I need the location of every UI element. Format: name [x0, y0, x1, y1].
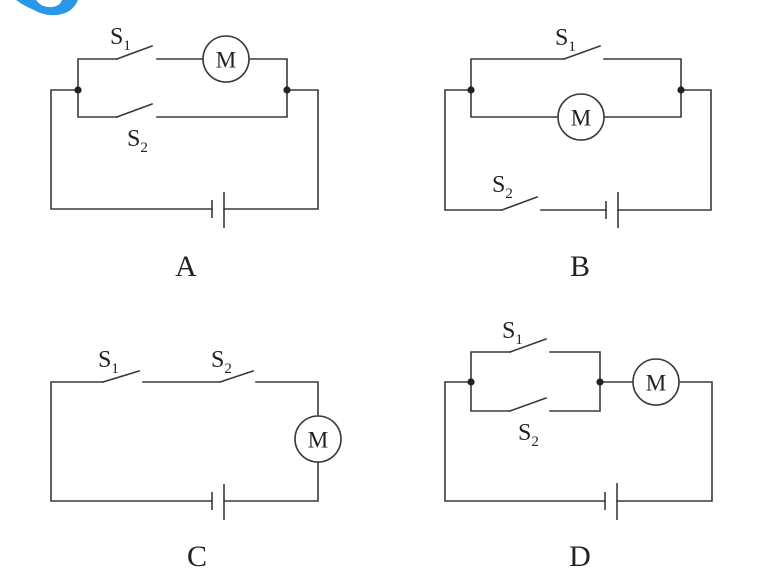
wire [470, 58, 565, 91]
wire [223, 461, 319, 502]
junction-node [283, 86, 291, 94]
motor: M [557, 93, 605, 141]
wire [444, 381, 606, 502]
blue-corner-decoration [16, 0, 78, 16]
battery [605, 192, 619, 228]
switch-s1-blade [508, 337, 548, 354]
switch-s2-label: S2 [127, 126, 148, 156]
motor: M [632, 358, 680, 406]
battery [211, 192, 225, 228]
switch-s2-label: S2 [211, 347, 232, 377]
junction-node [467, 378, 475, 386]
wire [50, 89, 213, 210]
circuit-d: M S1 S2 D [444, 318, 713, 573]
wire [444, 89, 503, 211]
switch-s1-label: S1 [110, 24, 131, 54]
switch-s1-blade [115, 44, 154, 61]
motor: M [294, 415, 342, 463]
junction-node [74, 86, 82, 94]
junction-node [596, 378, 604, 386]
motor-label: M [216, 48, 236, 73]
motor-label: M [646, 371, 666, 396]
circuit-caption: A [175, 250, 197, 283]
wire [603, 89, 682, 118]
battery [604, 483, 618, 520]
wire [617, 89, 712, 211]
switch-s2-label: S2 [518, 420, 539, 450]
wire [603, 58, 682, 91]
switch-s2-blade [115, 102, 154, 119]
motor-label: M [571, 106, 591, 131]
motor-circle [557, 93, 605, 141]
circuit-caption: C [187, 540, 207, 573]
switch-s1-label: S1 [555, 25, 576, 55]
circuit-b: M S1 S2 B [444, 25, 712, 283]
motor-circle [632, 358, 680, 406]
battery [211, 484, 225, 520]
wire [156, 89, 288, 118]
wire [255, 381, 319, 417]
wire [77, 89, 118, 118]
switch-s1-label: S1 [502, 318, 523, 348]
wire [470, 351, 511, 383]
switch-s2-label: S2 [492, 172, 513, 202]
motor: M [202, 35, 250, 83]
circuit-a: M S1 S2 A [50, 24, 319, 283]
motor-circle [202, 35, 250, 83]
switch-s1-blade [562, 44, 602, 61]
wire [77, 58, 118, 91]
switch-s1-label: S1 [98, 347, 119, 377]
wire [549, 381, 601, 412]
wire [248, 58, 288, 91]
wire [549, 351, 601, 383]
wire [470, 381, 511, 412]
circuit-caption: D [569, 540, 591, 573]
circuit-caption: B [570, 250, 590, 283]
junction-node [677, 86, 685, 94]
wire [223, 89, 319, 210]
wire [616, 381, 713, 502]
switch-s2-blade [500, 195, 539, 212]
switch-s2-blade [508, 396, 548, 413]
switch-s1-blade [102, 370, 140, 383]
wire [50, 381, 213, 502]
switch-s2-blade [218, 369, 255, 384]
wire [470, 89, 559, 118]
motor-circle [294, 415, 342, 463]
junction-node [467, 86, 475, 94]
circuit-c: M S1 S2 C [50, 347, 342, 573]
motor-label: M [308, 428, 328, 453]
